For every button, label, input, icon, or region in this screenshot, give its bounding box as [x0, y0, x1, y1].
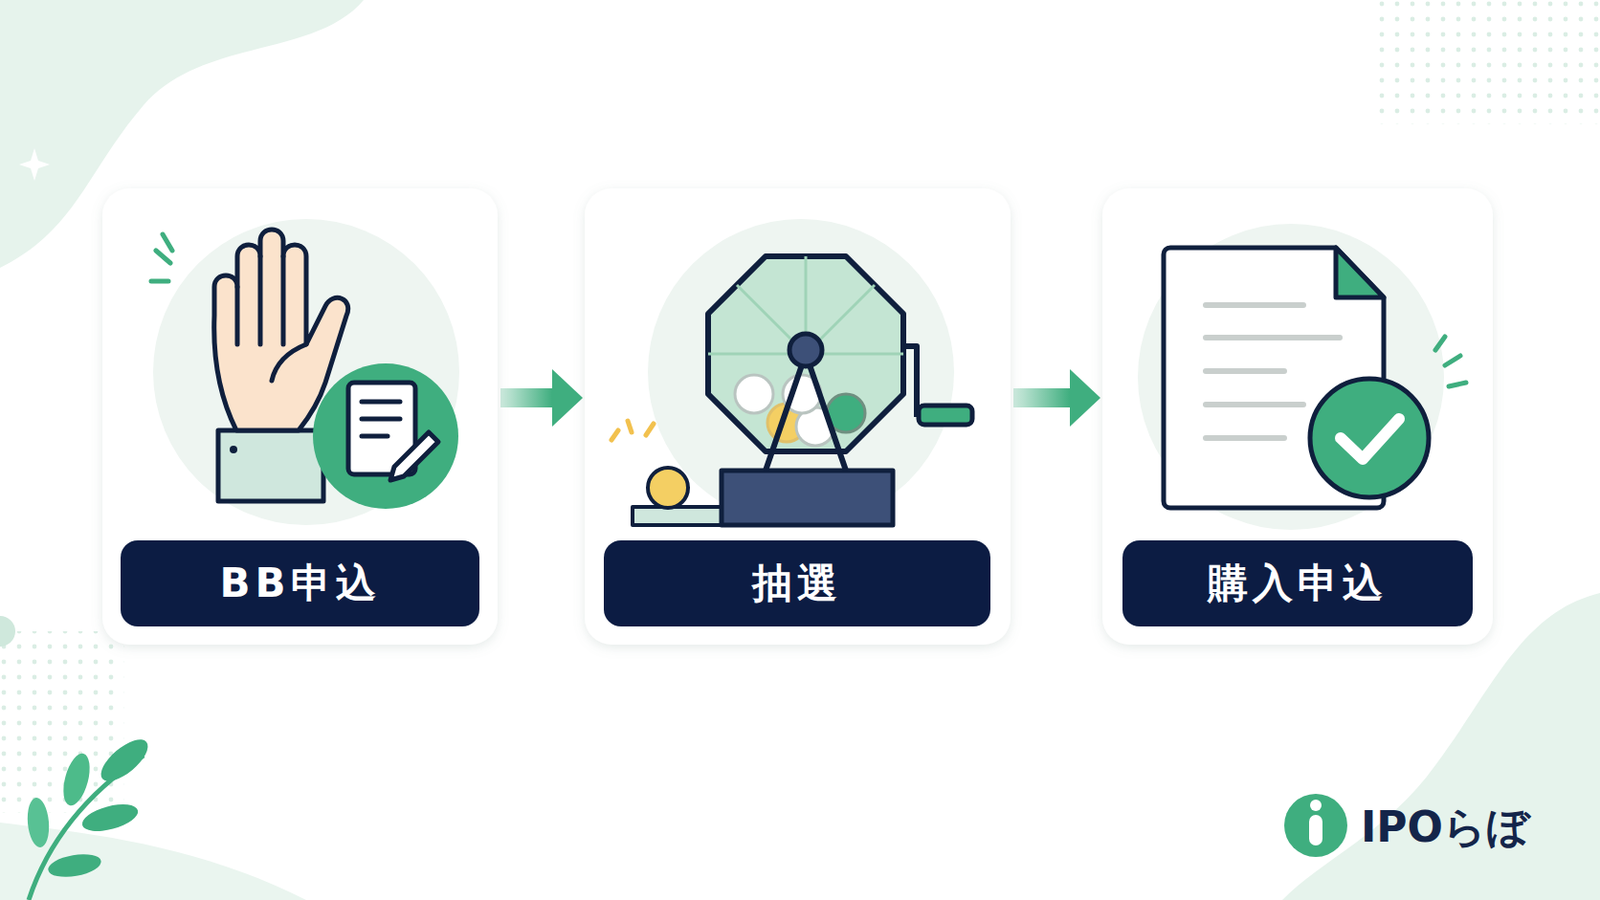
logo-mark [1284, 794, 1348, 858]
icon-halo [1137, 223, 1445, 531]
lottery-machine-icon [611, 256, 973, 526]
leaf-sprig [25, 733, 156, 900]
step-label-text: 抽選 [752, 556, 843, 611]
sparkle [19, 148, 50, 181]
flow-arrow [1013, 369, 1101, 427]
card-background [102, 188, 498, 645]
icon-halo [647, 219, 955, 526]
step-label: 抽選 [603, 540, 991, 627]
step-label-text: BB申込 [219, 556, 380, 611]
step-card: 購入申込 [1102, 188, 1493, 645]
arrow-shaft [500, 388, 553, 408]
card-background [1102, 188, 1493, 645]
blob-dot [0, 616, 16, 647]
flow-arrow [500, 369, 583, 427]
approved-document-icon [1163, 247, 1467, 509]
step-label: 購入申込 [1122, 540, 1473, 627]
arrow-head [1069, 369, 1101, 427]
step-card: 抽選 [584, 188, 1011, 645]
icon-halo [153, 219, 460, 526]
arrow-head [552, 369, 583, 427]
logo-text: IPOらぼ [1360, 800, 1530, 857]
card-background [584, 188, 1011, 645]
step-label-text: 購入申込 [1207, 556, 1388, 611]
form-badge-icon [312, 363, 459, 510]
step-label: BB申込 [120, 540, 480, 627]
dot-texture [1377, 0, 1600, 125]
step-card: BB申込 [102, 188, 498, 645]
arrow-shaft [1013, 388, 1070, 408]
